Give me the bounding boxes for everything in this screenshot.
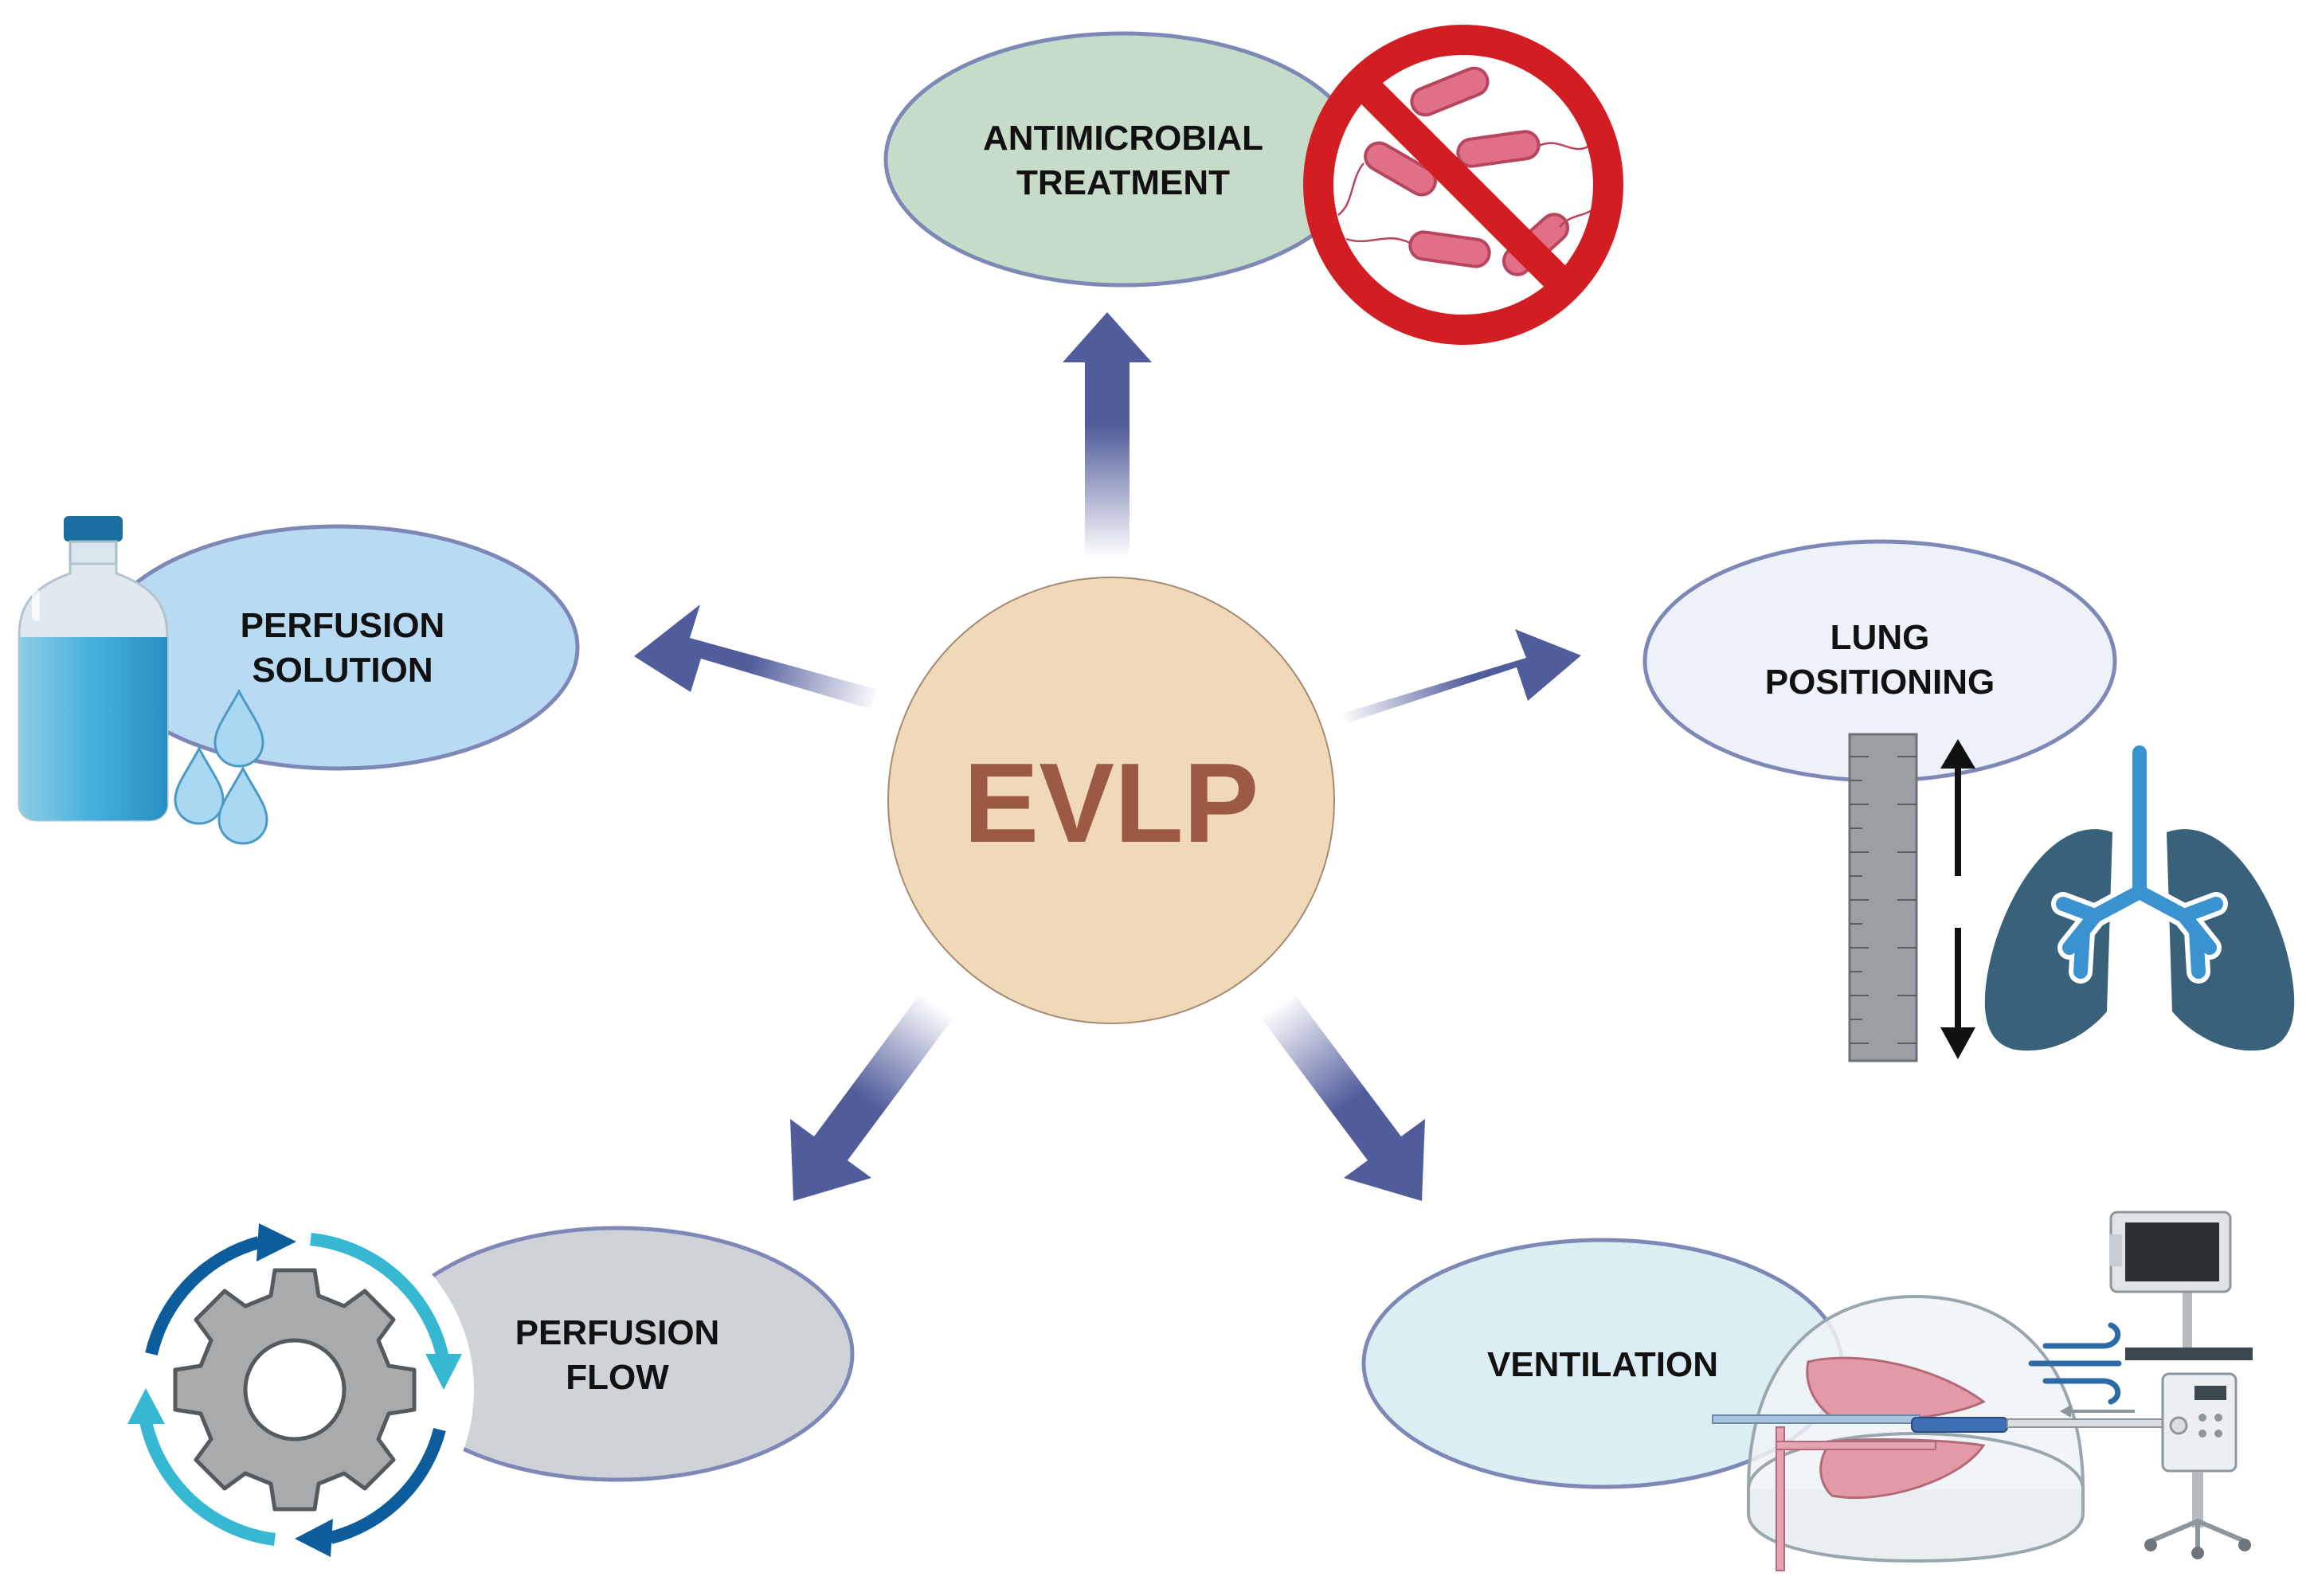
lung-positioning-label-line2: POSITIONING xyxy=(1765,663,1995,702)
node-antimicrobial: ANTIMICROBIAL TREATMENT xyxy=(883,25,1623,345)
perfusion-solution-ellipse xyxy=(97,524,580,771)
no-bacteria-icon xyxy=(1303,25,1623,345)
bottle-icon xyxy=(18,516,268,845)
antimicrobial-label-line1: ANTIMICROBIAL xyxy=(983,119,1263,158)
perfusion-flow-label-line1: PERFUSION xyxy=(515,1313,720,1352)
arrow-down-left xyxy=(790,994,953,1201)
node-perfusion-solution: PERFUSION SOLUTION xyxy=(18,516,580,845)
antimicrobial-label-line2: TREATMENT xyxy=(1016,163,1230,202)
node-ventilation: VENTILATION xyxy=(1361,1211,2253,1571)
ventilator-icon xyxy=(1712,1211,2253,1571)
arrow-down-right xyxy=(1261,994,1425,1201)
perfusion-flow-label-line2: FLOW xyxy=(566,1358,669,1397)
gear-cycle-icon xyxy=(116,1211,474,1569)
perfusion-solution-label-line1: PERFUSION xyxy=(241,606,445,645)
ventilation-label: VENTILATION xyxy=(1487,1345,1718,1384)
center-label: EVLP xyxy=(964,740,1259,866)
node-lung-positioning: LUNG POSITIONING xyxy=(1642,539,2295,1062)
arrows xyxy=(634,312,1581,1201)
lung-positioning-label-line1: LUNG xyxy=(1830,618,1930,657)
center-circle xyxy=(887,577,1335,1024)
node-perfusion-flow: PERFUSION FLOW xyxy=(116,1211,855,1569)
center-node: EVLP xyxy=(887,577,1335,1024)
lungs-ruler-icon xyxy=(1848,733,2295,1062)
arrow-up xyxy=(1063,312,1152,557)
antimicrobial-ellipse xyxy=(883,31,1363,288)
perfusion-solution-label-line2: SOLUTION xyxy=(252,651,433,690)
arrow-right xyxy=(1341,629,1581,723)
arrow-left xyxy=(634,604,878,709)
